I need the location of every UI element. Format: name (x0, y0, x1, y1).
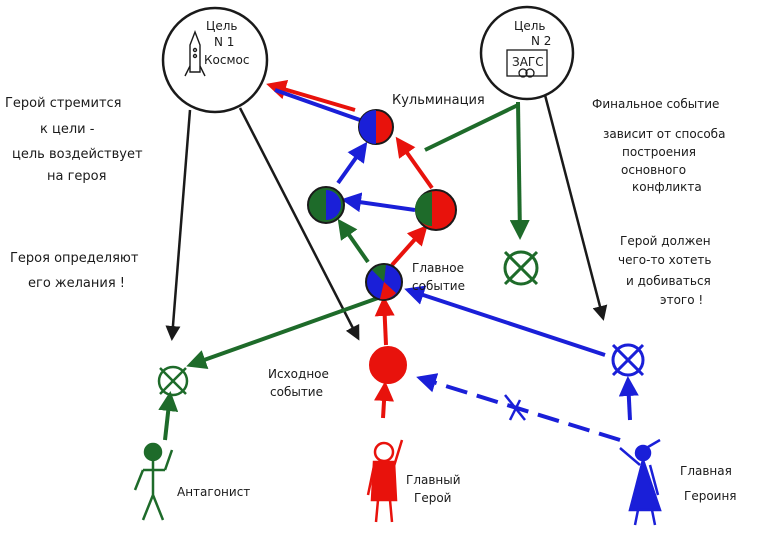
right-to-green-blue-arrow (341, 192, 416, 213)
heroine-figure (619, 438, 662, 526)
left-green-node (307, 186, 345, 224)
main-hero-label-1: Главный (406, 473, 461, 487)
wedding-rings-icon (506, 49, 548, 78)
goal-1-line2: N 1 (214, 35, 234, 49)
goal-2-line1: Цель (514, 19, 545, 33)
goal1-to-hero-arrow (238, 107, 360, 341)
heroine-up-arrow (618, 376, 639, 421)
heroine-label-1: Главная (680, 464, 732, 478)
initial-event-label-2: событие (270, 385, 323, 399)
initial-event-node (369, 346, 407, 384)
hero-up-arrow (374, 381, 395, 419)
heroine-goal-node (611, 343, 645, 377)
hero-must-text-3: и добиваться (626, 274, 711, 288)
hero-goal-text-3: цель воздействует (12, 147, 143, 162)
right-to-culm-red-arrow (395, 136, 434, 190)
hero-goal-text-1: Герой стремится (5, 96, 121, 111)
antagonist-up-arrow (158, 391, 179, 441)
main-to-antagonist-green-arrow (186, 296, 379, 370)
antagonist-figure (133, 442, 174, 521)
hero-must-text-4: этого ! (660, 293, 703, 307)
main-hero-label-2: Герой (414, 491, 451, 505)
initial-to-main-red-arrow (374, 296, 395, 346)
main-to-right-red-arrow (390, 225, 428, 267)
goal-1-line3: Космос (204, 53, 249, 67)
final-event-text-1: Финальное событие (592, 97, 719, 111)
rocket-icon (184, 30, 206, 77)
main-hero-figure (366, 439, 404, 523)
antagonist-goal-node (157, 365, 189, 397)
final-event-text-2: зависит от способа (603, 127, 725, 141)
goal2-to-heroine-arrow (543, 94, 608, 321)
culm-to-goal1-blue-line (274, 88, 361, 122)
hero-desire-text-1: Героя определяют (10, 251, 139, 266)
green-to-culm-blue-arrow (336, 141, 368, 185)
heroine-label-2: Героиня (684, 489, 737, 503)
main-event-label-1: Главное (412, 261, 464, 275)
goal-1-node: Цель N 1 Космос (161, 6, 269, 114)
main-event-node (365, 263, 403, 301)
goal-2-line2: N 2 (531, 34, 551, 48)
green-arrows (158, 101, 530, 441)
hero-goal-text-2: к цели - (40, 122, 95, 137)
goal2-to-final-green-arrow (509, 101, 530, 240)
heroine-to-main-blue-arrow (404, 285, 606, 357)
goal2-to-node-green-line (424, 103, 519, 152)
hero-desire-text-2: его желания ! (28, 276, 125, 291)
heroine-to-initial-dashed-arrow (416, 373, 621, 442)
goal-2-node: Цель N 2 ЗАГС (479, 5, 575, 101)
goal-2-line3: ЗАГС (512, 55, 544, 69)
final-event-text-3: построения (622, 145, 696, 159)
hero-must-text-2: чего-то хотеть (618, 253, 711, 267)
black-arrows (165, 94, 608, 341)
antagonist-label: Антагонист (177, 485, 250, 499)
final-event-text-5: конфликта (632, 180, 702, 194)
initial-event-label-1: Исходное (268, 367, 329, 381)
blue-arrows (274, 88, 639, 442)
goal-1-line1: Цель (206, 19, 237, 33)
culmination-label: Кульминация (392, 93, 485, 108)
green-node-link (337, 218, 370, 264)
final-event-node (503, 250, 539, 286)
goal1-to-antagonist-arrow (165, 109, 192, 341)
final-event-text-4: основного (621, 163, 686, 177)
red-arrows (266, 79, 434, 419)
hero-goal-text-4: на героя (47, 169, 106, 184)
hero-must-text-1: Герой должен (620, 234, 711, 248)
right-red-node (415, 189, 457, 231)
culm-to-goal1-red-arrow (266, 79, 356, 112)
culmination-node (358, 109, 394, 145)
main-event-label-2: событие (412, 279, 465, 293)
